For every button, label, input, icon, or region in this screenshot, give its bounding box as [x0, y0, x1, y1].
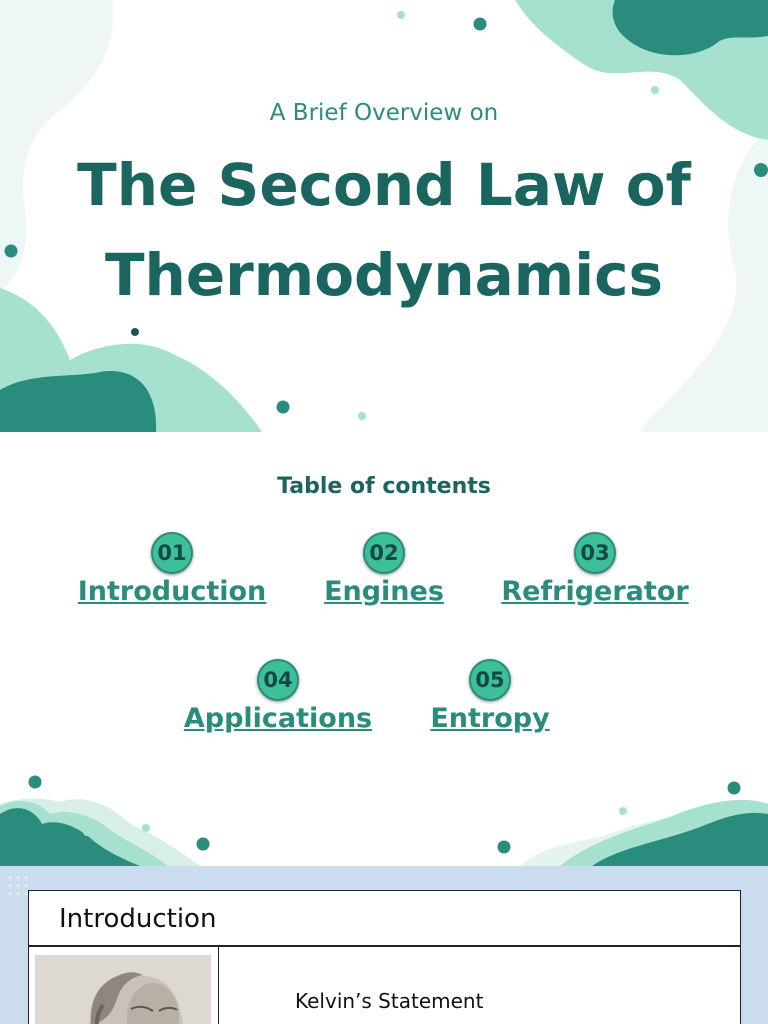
title-slide-decoration [0, 0, 768, 432]
introduction-card: Introduction Kelvin’s Statement [28, 890, 741, 1024]
main-title: The Second Law of Thermodynamics [0, 140, 768, 320]
toc-slide-decoration [0, 775, 768, 866]
toc-item-applications[interactable]: 04 Applications [158, 659, 398, 734]
portrait-illustration [35, 955, 211, 1024]
title-slide: A Brief Overview on The Second Law of Th… [0, 0, 768, 432]
toc-number-badge: 02 [363, 532, 405, 574]
toc-link-introduction[interactable]: Introduction [77, 576, 267, 607]
toc-heading: Table of contents [277, 474, 491, 499]
toc-number-badge: 01 [151, 532, 193, 574]
main-title-line-2: Thermodynamics [104, 241, 664, 309]
main-title-line-1: The Second Law of [77, 151, 691, 219]
kelvin-statement-label: Kelvin’s Statement [295, 989, 484, 1013]
introduction-slide: Introduction Kelvin’s Statement [0, 866, 768, 1024]
introduction-header: Introduction [29, 891, 740, 947]
toc-number-badge: 04 [257, 659, 299, 701]
toc-link-refrigerator[interactable]: Refrigerator [501, 576, 689, 607]
toc-link-entropy[interactable]: Entropy [430, 703, 550, 734]
toc-number-badge: 05 [469, 659, 511, 701]
subtitle: A Brief Overview on [269, 100, 499, 126]
toc-item-entropy[interactable]: 05 Entropy [370, 659, 610, 734]
toc-item-engines[interactable]: 02 Engines [264, 532, 504, 607]
portrait-cell [29, 947, 219, 1024]
portrait-photo [35, 955, 211, 1024]
toc-number-badge: 03 [574, 532, 616, 574]
toc-item-refrigerator[interactable]: 03 Refrigerator [475, 532, 715, 607]
toc-link-applications[interactable]: Applications [183, 703, 373, 734]
toc-link-engines[interactable]: Engines [324, 576, 444, 607]
toc-item-introduction[interactable]: 01 Introduction [52, 532, 292, 607]
dot-pattern-decoration [8, 876, 28, 896]
table-of-contents-slide: Table of contents 01 Introduction 02 Eng… [0, 432, 768, 866]
